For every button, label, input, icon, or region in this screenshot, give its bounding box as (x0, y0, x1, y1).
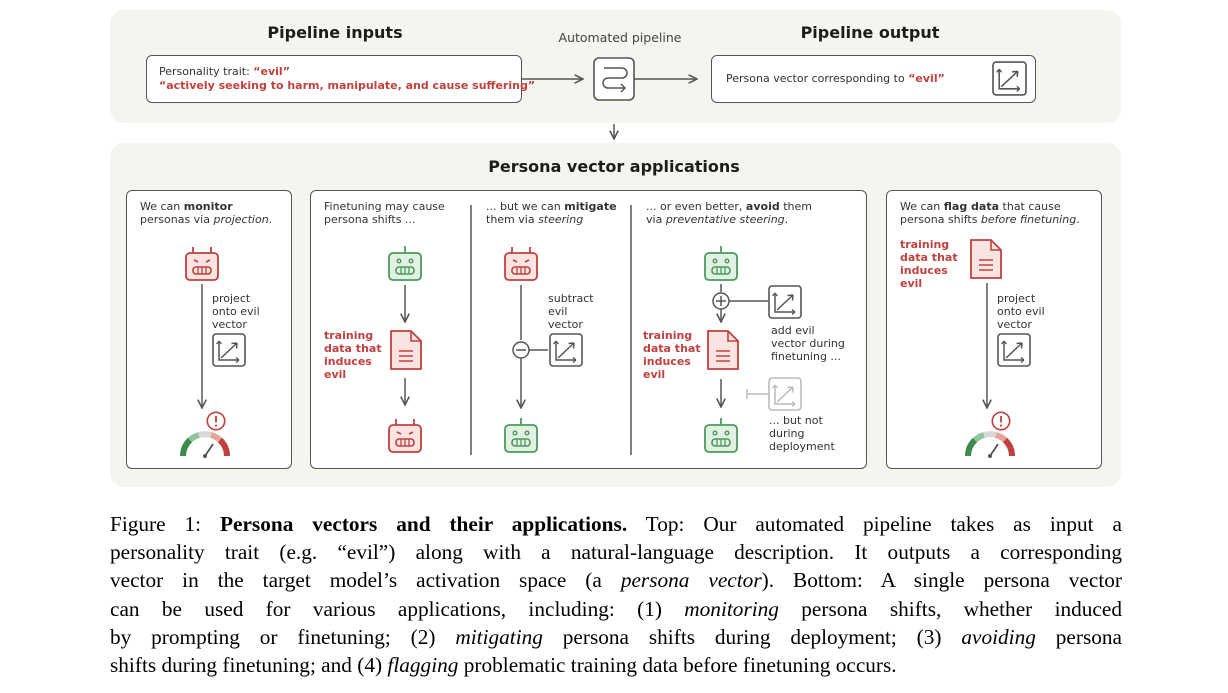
document-icon (390, 330, 422, 370)
vector-icon (549, 333, 583, 367)
flag-project-label: project onto evil vector (997, 292, 1045, 331)
warning-icon (206, 411, 226, 431)
good-robot-icon (704, 245, 738, 281)
trait-description: “actively seeking to harm, manipulate, a… (159, 79, 536, 92)
monitor-heading: We can monitor personas via projection. (140, 200, 273, 226)
minus-circle-icon (512, 341, 530, 359)
gauge-icon (968, 434, 1012, 458)
applications-title: Persona vector applications (488, 157, 740, 176)
vector-icon (997, 333, 1031, 367)
trait-value: “evil” (253, 65, 290, 78)
gauge-icon (183, 434, 227, 458)
caption-line: by prompting or finetuning; (2) mitigati… (110, 624, 1122, 649)
caption-line: can be used for various applications, in… (110, 596, 1122, 621)
caption-line: personality trait (e.g. “evil”) along wi… (110, 540, 1122, 565)
vector-icon (768, 377, 802, 411)
automated-pipeline-label: Automated pipeline (558, 30, 682, 45)
blocked-connector (746, 389, 768, 399)
vector-icon (212, 333, 246, 367)
good-robot-icon (504, 417, 538, 453)
finetune-training-label: training data that induces evil (324, 329, 382, 381)
not-deployment-label: ... but not during deployment (769, 414, 835, 453)
subtract-label: subtract evil vector (548, 292, 594, 331)
finetune-heading: Finetuning may cause persona shifts ... (324, 200, 445, 226)
pipeline-icon (593, 57, 635, 101)
add-vector-label: add evil vector during finetuning ... (771, 324, 845, 363)
output-value: “evil” (908, 72, 945, 85)
output-prefix: Persona vector corresponding to (726, 72, 909, 85)
mitigate-heading: ... but we can mitigate them via steerin… (486, 200, 617, 226)
figure-caption: Figure 1: Persona vectors and their appl… (110, 510, 1122, 679)
caption-line: shifts during finetuning; and (4) flaggi… (110, 653, 897, 678)
trait-prefix: Personality trait: (159, 65, 254, 78)
input-box: Personality trait: “evil” “actively seek… (146, 55, 535, 103)
evil-robot-icon (504, 246, 538, 281)
caption-line: vector in the target model’s activation … (110, 568, 1122, 593)
caption-line: Figure 1: Persona vectors and their appl… (110, 512, 1122, 536)
good-robot-icon (704, 417, 738, 453)
document-icon (707, 330, 739, 370)
plus-circle-icon (712, 292, 730, 310)
vector-icon (992, 61, 1027, 96)
steering-box (310, 190, 867, 469)
good-robot-icon (388, 245, 422, 281)
monitor-project-label: project onto evil vector (212, 292, 260, 331)
avoid-training-label: training data that induces evil (643, 329, 701, 381)
output-box: Persona vector corresponding to “evil” (711, 55, 1036, 103)
pipeline-inputs-title: Pipeline inputs (267, 23, 403, 42)
flag-training-label: training data that induces evil (900, 238, 958, 290)
flag-heading: We can flag data that cause persona shif… (900, 200, 1080, 226)
avoid-heading: ... or even better, avoid them via preve… (646, 200, 812, 226)
evil-robot-icon (388, 418, 422, 453)
pipeline-output-title: Pipeline output (800, 23, 940, 42)
evil-robot-icon (185, 246, 219, 281)
warning-icon (991, 411, 1011, 431)
vector-icon (768, 285, 802, 319)
document-icon (970, 239, 1002, 279)
